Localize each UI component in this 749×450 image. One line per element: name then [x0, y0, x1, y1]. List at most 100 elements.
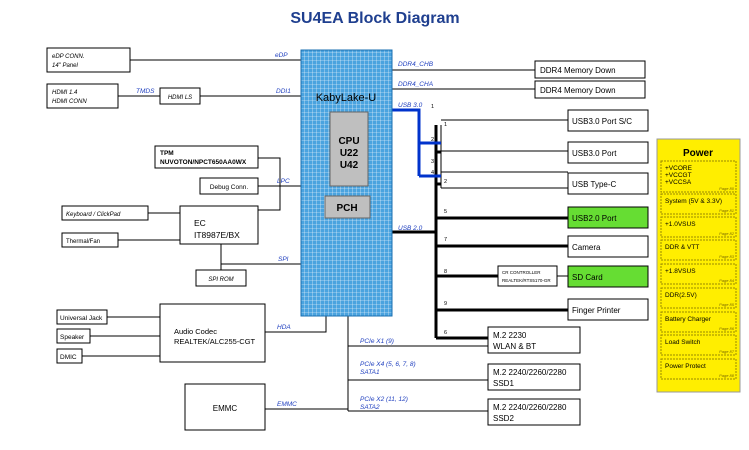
- diagram-title: SU4EA Block Diagram: [290, 10, 459, 27]
- universal-jack-label: Universal Jack: [60, 315, 103, 322]
- ec-box: [179, 205, 259, 245]
- pch-label: PCH: [336, 203, 357, 214]
- power-item-page: Page 81: [719, 208, 734, 213]
- soc-name: KabyLake-U: [316, 92, 377, 104]
- cpu-block: [329, 111, 369, 187]
- usb2-bus: [392, 125, 568, 340]
- speaker-box: [56, 328, 91, 344]
- pch-block: [324, 195, 371, 219]
- spi-rom-label: SPI ROM: [208, 277, 233, 283]
- cpu-line-3: U42: [340, 160, 359, 171]
- thermal-fan-label: Thermal/Fan: [66, 239, 100, 245]
- bus-usb30: USB 3.0: [398, 102, 423, 109]
- debug-conn-box: [199, 177, 259, 195]
- port-numbers: 1 2 3 4 1 2 5 7 8 9 6: [431, 104, 447, 336]
- power-item-label: Load Switch: [665, 339, 701, 346]
- emmc-box: [184, 383, 266, 431]
- bus-emmc: EMMC: [277, 401, 297, 408]
- edp-line-2: 14" Panel: [52, 63, 78, 69]
- m2-ssd1-box: [487, 363, 581, 391]
- hdmi-line-2: HDMI CONN: [52, 99, 87, 105]
- usb2-port-9: 9: [444, 301, 447, 307]
- ec-line-2: IT8987E/BX: [194, 230, 240, 240]
- debug-conn-label: Debug Conn.: [210, 184, 248, 191]
- usb3-port-1: 1: [431, 104, 434, 110]
- power-item-box: [660, 160, 737, 193]
- bus-hda: HDA: [277, 324, 291, 331]
- power-item-page: Page 87: [719, 349, 735, 354]
- power-item-label: +VCCSA: [665, 179, 692, 186]
- power-item-label: Power Protect: [665, 363, 706, 370]
- power-item-box: [660, 311, 737, 333]
- cr-controller-line-1: CR CONTROLLER: [502, 270, 541, 275]
- power-item-label: DDR(2.5V): [665, 292, 697, 299]
- power-title: Power: [683, 148, 713, 159]
- finger-printer-label: Finger Printer: [572, 306, 621, 315]
- audio-codec-box: [159, 303, 266, 363]
- keyboard-box: [61, 205, 149, 221]
- power-item-box: [660, 263, 737, 285]
- sd-card-box: [567, 265, 649, 288]
- audio-line-1: Audio Codec: [174, 327, 217, 336]
- hdmi-line-1: HDMI 1.4: [52, 90, 78, 96]
- usb3-port-label: USB3.0 Port: [572, 149, 617, 158]
- usb3-port-4: 4: [431, 170, 434, 176]
- m2-ssd2-line-2: SSD2: [493, 414, 514, 423]
- power-panel: [656, 138, 741, 393]
- spi-rom-box: [195, 269, 247, 287]
- hdmi-ls-label: HDMI LS: [168, 95, 192, 101]
- sd-card-label: SD Card: [572, 273, 603, 282]
- bus-pcie1: PCIe X1 (9): [360, 338, 394, 345]
- bus-ddi1: DDI1: [276, 88, 291, 95]
- bus-tmds: TMDS: [136, 88, 155, 95]
- power-item-label: +1.0VSUS: [665, 221, 696, 228]
- cr-controller-box: [497, 265, 558, 287]
- bus-lpc: LPC: [277, 178, 290, 185]
- power-item-label: +1.8VSUS: [665, 268, 696, 275]
- edp-connector-box: [46, 47, 131, 73]
- edp-line-1: eDP CONN.: [52, 54, 84, 60]
- power-item-box: [660, 334, 737, 356]
- usb3-port-sc-label: USB3.0 Port S/C: [572, 117, 632, 126]
- power-item-box: [660, 193, 737, 215]
- power-item-page: Page 86: [719, 326, 735, 331]
- m2-ssd1-line-1: M.2 2240/2260/2280: [493, 368, 567, 377]
- power-item-label: System (5V & 3.3V): [665, 198, 722, 205]
- tpm-box: [154, 145, 259, 169]
- ddr4-memory-a-box: [534, 80, 646, 99]
- usb3-port-box: [567, 141, 649, 164]
- thermal-fan-box: [61, 232, 119, 248]
- m2-ssd2-box: [487, 398, 581, 426]
- power-item-box: [660, 287, 737, 309]
- power-item-label: DDR & VTT: [665, 244, 699, 251]
- m2-ssd2-line-1: M.2 2240/2260/2280: [493, 403, 567, 412]
- power-item-label: +VCCGT: [665, 172, 692, 179]
- bus-sata2: SATA2: [360, 404, 380, 411]
- power-item-box: [660, 216, 737, 238]
- power-item-page: Page 83: [719, 254, 735, 259]
- tpm-line-1: TPM: [160, 150, 174, 157]
- m2-wlan-box: [487, 326, 581, 354]
- usb3-port-2: 2: [431, 137, 434, 143]
- usb-type-c-label: USB Type-C: [572, 180, 617, 189]
- usb2-port-1: 1: [444, 122, 447, 128]
- power-item-page: Page 88: [719, 373, 735, 378]
- bus-ddr4-cha: DDR4_CHA: [398, 81, 433, 88]
- hdmi-ls-box: [159, 87, 201, 105]
- connection-wires: [82, 59, 568, 412]
- camera-box: [567, 235, 649, 258]
- bus-ddr4-chb: DDR4_CHB: [398, 61, 434, 68]
- speaker-label: Speaker: [60, 334, 85, 341]
- cr-controller-line-2: REALTEK/RTS5170-GR: [502, 278, 551, 283]
- power-item-box: [660, 239, 737, 261]
- power-item-page: Page 80: [719, 186, 735, 191]
- keyboard-label: Keyboard / ClickPad: [66, 212, 121, 218]
- dmic-box: [56, 348, 83, 364]
- usb2-port-2: 2: [444, 179, 447, 185]
- usb2-port-label: USB2.0 Port: [572, 214, 617, 223]
- tpm-line-2: NUVOTON/NPCT650AA0WX: [160, 159, 247, 166]
- hdmi-connector-box: [46, 83, 119, 109]
- cpu-line-2: U22: [340, 148, 359, 159]
- usb2-port-7: 7: [444, 237, 447, 243]
